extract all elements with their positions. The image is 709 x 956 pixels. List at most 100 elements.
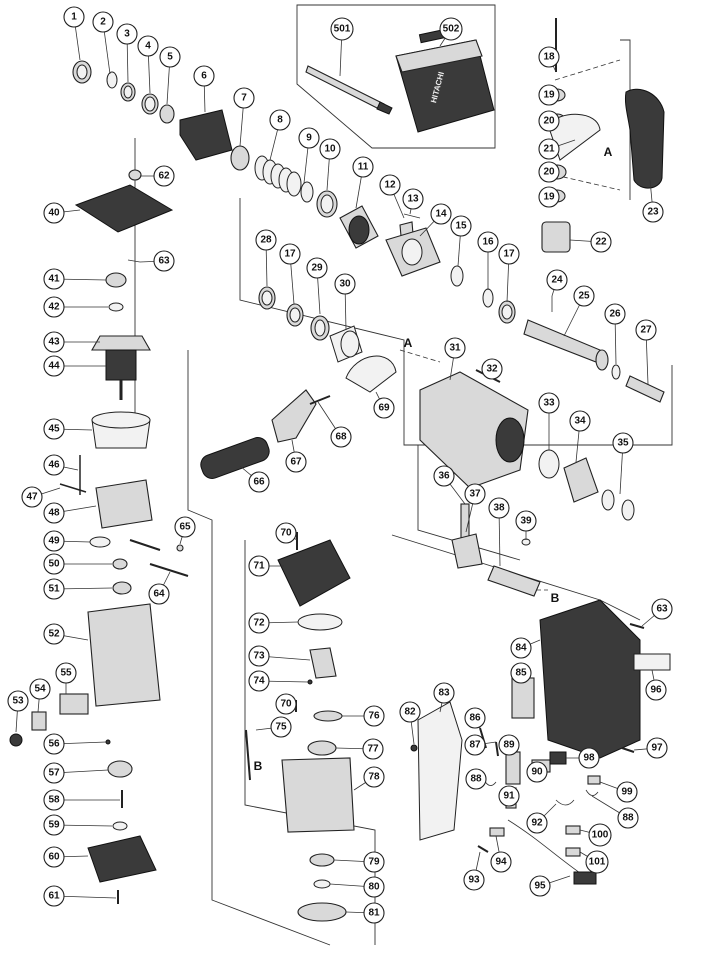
callout-39: 39 xyxy=(515,510,537,540)
callout-bubble xyxy=(362,738,384,760)
callout-bubble xyxy=(233,87,255,109)
callout-bubble xyxy=(153,250,175,272)
callout-56: 56 xyxy=(43,733,107,755)
callout-79: 79 xyxy=(333,851,385,873)
callout-number: 71 xyxy=(253,561,265,572)
callout-bubble xyxy=(363,902,385,924)
center-divider-frame xyxy=(187,350,331,946)
callout-63: 63 xyxy=(641,598,673,627)
part-99 xyxy=(587,775,601,785)
handle-frame xyxy=(620,39,631,200)
callout-bubble xyxy=(63,6,85,28)
left-column-parts xyxy=(9,169,189,904)
bearing-77 xyxy=(307,740,337,756)
callout-25: 25 xyxy=(563,285,595,337)
callout-number: 29 xyxy=(311,263,323,274)
callout-90: 90 xyxy=(526,761,548,783)
callout-number: 42 xyxy=(48,302,60,313)
callout-24: 24 xyxy=(546,269,568,297)
part-92 xyxy=(555,799,575,806)
callout-bubble xyxy=(612,432,634,454)
callout-bubble xyxy=(255,229,277,251)
callout-bubble xyxy=(363,876,385,898)
callout-51: 51 xyxy=(43,578,113,600)
callout-bubble xyxy=(464,483,486,505)
screw-63a xyxy=(127,259,141,263)
callout-bubble xyxy=(488,497,510,519)
holder-67 xyxy=(271,389,317,443)
bearing-62 xyxy=(128,169,142,181)
callout-57: 57 xyxy=(43,762,109,784)
callout-number: 89 xyxy=(503,740,515,751)
part-101 xyxy=(565,847,581,857)
callout-number: 7 xyxy=(241,93,247,104)
callout-number: 18 xyxy=(543,52,555,63)
callout-bubble xyxy=(604,303,626,325)
callout-53: 53 xyxy=(7,690,29,733)
callout-bubble xyxy=(306,257,328,279)
callout-89: 89 xyxy=(498,734,520,756)
callout-17: 17 xyxy=(279,243,301,305)
callout-bubble xyxy=(651,598,673,620)
ring-35b xyxy=(621,499,635,521)
armature-43 xyxy=(91,335,151,351)
callout-bubble xyxy=(330,426,352,448)
callout-number: 70 xyxy=(280,528,292,539)
gear-37 xyxy=(451,533,483,569)
callout-49: 49 xyxy=(43,530,91,552)
callout-number: 63 xyxy=(158,256,170,267)
callout-number: 82 xyxy=(404,707,416,718)
callout-14: 14 xyxy=(419,203,452,237)
cover-60 xyxy=(87,835,157,883)
top-row-parts xyxy=(72,60,338,218)
callout-bubble xyxy=(642,201,664,223)
callout-bubble xyxy=(153,165,175,187)
callout-bubble xyxy=(464,707,486,729)
handle-dash-1 xyxy=(554,59,621,81)
center-column-parts xyxy=(245,532,355,922)
knob-22 xyxy=(541,221,571,253)
callout-number: 6 xyxy=(201,71,207,82)
callout-54: 54 xyxy=(29,678,51,713)
callout-73: 73 xyxy=(248,645,311,667)
ring-50 xyxy=(112,558,128,570)
callout-bubble xyxy=(585,850,609,874)
callout-number: 92 xyxy=(531,818,543,829)
callout-bubble xyxy=(635,319,657,341)
callout-33: 33 xyxy=(538,392,560,450)
crank-73 xyxy=(309,647,337,679)
grip-66 xyxy=(200,437,270,479)
callout-bubble xyxy=(43,623,65,645)
letter-label: B xyxy=(551,591,560,605)
screw-82 xyxy=(410,744,418,752)
clip-88b xyxy=(585,789,599,796)
callout-bubble xyxy=(43,268,65,290)
stator-48 xyxy=(95,479,153,529)
callout-number: 53 xyxy=(12,696,24,707)
callout-number: 46 xyxy=(48,460,60,471)
callout-94: 94 xyxy=(490,835,512,873)
callout-20: 20 xyxy=(538,110,560,132)
callout-3: 3 xyxy=(116,23,138,83)
gear-57 xyxy=(107,760,133,778)
callout-number: 95 xyxy=(534,881,546,892)
callout-number: 51 xyxy=(48,584,60,595)
callout-bubble xyxy=(538,186,560,208)
callout-number: 19 xyxy=(543,90,555,101)
callout-bubble xyxy=(43,355,65,377)
callout-number: 93 xyxy=(468,875,480,886)
callout-number: 50 xyxy=(48,559,60,570)
callout-97: 97 xyxy=(633,737,668,759)
callout-63: 63 xyxy=(139,250,175,272)
callout-bubble xyxy=(538,392,560,414)
callout-88: 88 xyxy=(465,768,487,790)
callout-42: 42 xyxy=(43,296,108,318)
armature-44 xyxy=(105,349,137,381)
callout-55: 55 xyxy=(55,662,77,694)
callout-bubble xyxy=(43,553,65,575)
callout-number: 20 xyxy=(543,116,555,127)
pin-64a xyxy=(129,539,161,551)
ring-33 xyxy=(538,449,560,479)
callout-40: 40 xyxy=(43,202,81,224)
callout-number: 69 xyxy=(378,403,390,414)
